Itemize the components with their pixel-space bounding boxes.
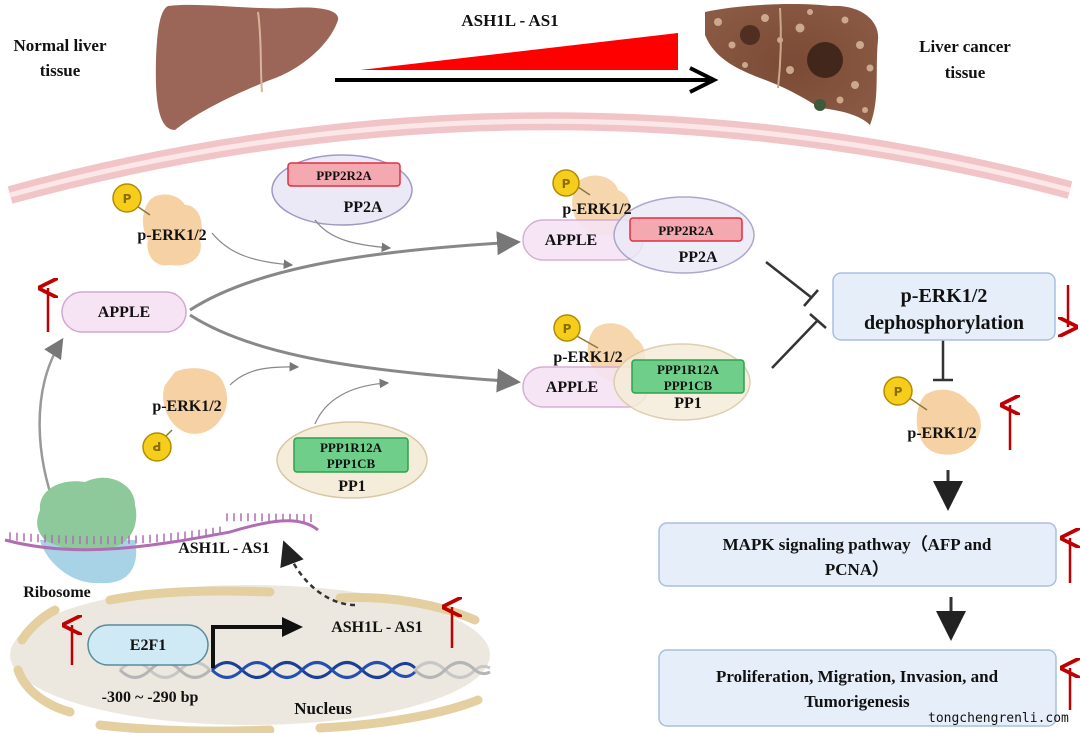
perk-result-label: p-ERK1/2 [907,425,976,442]
dephos-label-2: dephosphorylation [864,312,1024,334]
normal-liver-icon [155,4,339,130]
transcription-start-arrow [211,625,285,668]
apple-label: APPLE [98,304,150,321]
ppp2r2a-subunit [287,162,401,187]
ppp1r12a-label: PPP1R12A [320,440,383,455]
binding-site-label: -300 ~ -290 bp [102,689,199,706]
svg-text:P: P [562,177,571,191]
ribosome-label: Ribosome [23,584,91,601]
perk-protein-result: P [883,376,981,455]
mrna-strand [4,513,319,552]
apple-protein [61,291,187,333]
phosphate-icon [142,432,172,462]
rna-export-arrow [280,540,356,607]
svg-text:P: P [123,192,132,206]
progression-arrowhead-icon [689,66,719,94]
perk-label-complex-pp2a: p-ERK1/2 [562,201,631,218]
dna-helix [118,661,491,679]
apple-pp2a-complex: P [522,169,755,274]
flow-arrows [38,219,521,521]
cancer-tissue-label-2: tissue [945,63,986,82]
pp1-label: PP1 [338,478,366,495]
cancer-liver-icon [705,4,879,125]
ppp1cb-label: PPP1CB [327,456,376,471]
ppp1cb-label-complex: PPP1CB [664,378,713,393]
apple-label-complex-pp2a: APPLE [545,232,597,249]
pp1-label-complex: PP1 [674,395,702,412]
mapk-label-1: MAPK signaling pathway（AFP and [723,534,992,554]
rna-label: ASH1L - AS1 [178,540,270,557]
normal-tissue-label-2: tissue [40,61,81,80]
nucleus-label: Nucleus [294,699,352,718]
apple-pp1-complex: P [522,314,751,421]
nucleus [10,585,490,733]
dephosphorylation-box [832,272,1056,341]
phosphate-icon [883,376,913,406]
inhibition-arrows [765,261,953,382]
apple-label-complex-pp1: APPLE [546,379,598,396]
ppp1r12a-label-complex: PPP1R12A [657,362,720,377]
cancer-tissue-label-1: Liver cancer [919,37,1011,56]
perk-protein-upper: P [112,183,202,266]
transcription-arrowhead-icon [282,617,303,637]
mapk-label-2: PCNA） [825,559,889,579]
pp1-subunits [631,359,745,394]
outcome-box [658,649,1057,727]
expression-gradient-wedge [360,33,678,70]
svg-text:P: P [894,385,903,399]
watermark: tongchengrenli.com [928,711,1069,726]
ppp2r2a-label: PPP2R2A [316,168,372,183]
gene-label: ASH1L - AS1 [331,619,423,636]
outcome-label-2: Tumorigenesis [804,692,910,711]
pp1-subunits [293,437,409,473]
svg-text:P: P [563,322,572,336]
mapk-box [658,522,1057,587]
cell-membrane [7,112,1073,204]
phosphate-icon [553,314,581,342]
perk-label-complex-pp1: p-ERK1/2 [553,349,622,366]
phosphate-icon [552,169,580,197]
perk-protein-lower: P [142,368,228,462]
pp2a-label: PP2A [343,199,383,216]
dephos-label-1: p-ERK1/2 [901,285,988,307]
ribosome [37,477,137,584]
normal-tissue-label-1: Normal liver [14,36,107,55]
outcome-label-1: Proliferation, Migration, Invasion, and [716,667,999,686]
perk-label-upper: p-ERK1/2 [137,227,206,244]
ppp2r2a-label-complex: PPP2R2A [658,223,714,238]
ppp2r2a-subunit [629,217,743,242]
perk-label-lower: p-ERK1/2 [152,398,221,415]
e2f1-label: E2F1 [130,637,166,654]
gradient-label: ASH1L - AS1 [461,11,558,30]
svg-text:P: P [152,439,161,453]
pp2a-label-complex: PP2A [678,249,718,266]
phosphate-icon [112,183,142,213]
e2f1-protein [87,624,209,666]
